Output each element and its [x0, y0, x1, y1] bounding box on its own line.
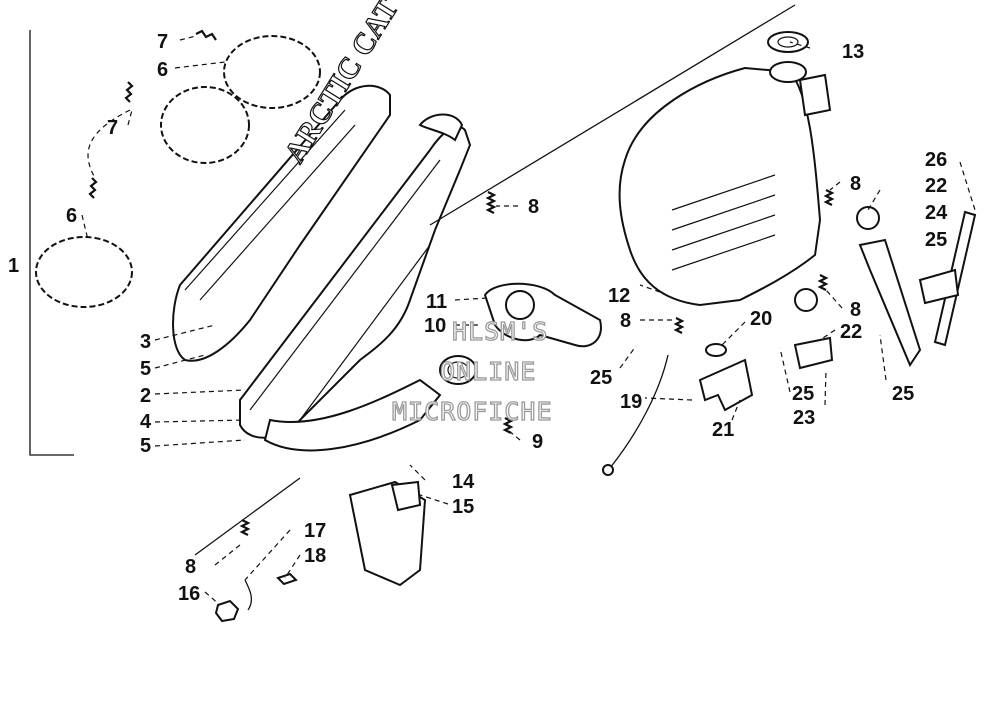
spring-8-flange	[673, 317, 685, 334]
clamp-ring-upper	[160, 35, 321, 164]
exhaust-flange	[483, 282, 602, 348]
label-15: 15	[452, 496, 474, 518]
label-23: 23	[793, 407, 815, 429]
label-8-silencer-top: 8	[850, 173, 861, 195]
label-6-lower: 6	[66, 205, 77, 227]
label-1: 1	[8, 255, 19, 277]
clip-17	[244, 579, 253, 611]
label-5-upper: 5	[140, 358, 151, 380]
assembly-bracket-1	[29, 30, 74, 456]
label-22-upper: 22	[925, 175, 947, 197]
mount-plate-24	[858, 238, 922, 368]
spring-8-lower	[239, 519, 251, 536]
label-8-flange: 8	[620, 310, 631, 332]
spring-8-silencer-top	[823, 189, 835, 206]
bracket-15	[348, 480, 427, 587]
washer-20	[705, 343, 727, 357]
ground-cable-19	[602, 354, 669, 476]
label-5-lower: 5	[140, 435, 151, 457]
label-21: 21	[712, 419, 734, 441]
spring-9	[502, 417, 514, 434]
spring-7-mid	[124, 81, 134, 103]
watermark-line-3: MICROFICHE	[392, 397, 553, 426]
label-7-upper: 7	[157, 31, 168, 53]
bracket-23	[793, 336, 834, 370]
label-8-silencer-low: 8	[850, 299, 861, 321]
label-26: 26	[925, 149, 947, 171]
watermark: HLSM'S ONLINE MICROFICHE	[391, 316, 553, 426]
bracket-25	[918, 268, 960, 305]
part-labels: 1 2 3 4 5 5 6 6 7 7 8 8 8 8 8 9 10 11 12…	[8, 31, 948, 605]
label-7-mid: 7	[107, 117, 118, 139]
label-25-cable: 25	[590, 367, 612, 389]
label-10: 10	[424, 315, 446, 337]
label-19: 19	[620, 391, 642, 413]
nut-16	[214, 599, 240, 623]
clamp-ring-lower	[35, 236, 133, 308]
label-12: 12	[608, 285, 630, 307]
bolt-18	[276, 572, 298, 586]
label-17: 17	[304, 520, 326, 542]
label-13: 13	[842, 41, 864, 63]
spring-8-silencer-low	[817, 274, 829, 291]
label-14: 14	[452, 471, 475, 493]
label-16: 16	[178, 583, 200, 605]
label-4: 4	[140, 411, 152, 433]
label-9: 9	[532, 431, 543, 453]
label-22-lower: 22	[840, 321, 862, 343]
label-18: 18	[304, 545, 326, 567]
gasket-ring	[439, 355, 477, 385]
label-11: 11	[426, 291, 447, 313]
grommet-22-lower	[794, 288, 818, 312]
label-6-upper: 6	[157, 59, 168, 81]
label-8-pipe: 8	[528, 196, 539, 218]
label-25-right: 25	[925, 229, 947, 251]
grommet-22-upper	[856, 206, 880, 230]
label-25-plate: 25	[892, 383, 914, 405]
grommet-13	[767, 31, 809, 53]
label-24: 24	[925, 202, 948, 224]
label-2: 2	[140, 385, 151, 407]
leader-lines	[81, 35, 976, 606]
silencer	[618, 61, 832, 307]
watermark-line-1: HLSM'S	[452, 317, 548, 346]
spring-7-lower	[88, 177, 98, 199]
label-8-lower: 8	[185, 556, 196, 578]
label-3: 3	[140, 331, 151, 353]
spring-7-upper	[195, 29, 217, 41]
bracket-21	[698, 358, 754, 412]
watermark-line-2: ONLINE	[440, 357, 536, 386]
spring-8-pipe	[485, 191, 497, 214]
label-20: 20	[750, 308, 772, 330]
exhaust-pipe	[239, 113, 472, 452]
label-25-bracket: 25	[792, 383, 814, 405]
